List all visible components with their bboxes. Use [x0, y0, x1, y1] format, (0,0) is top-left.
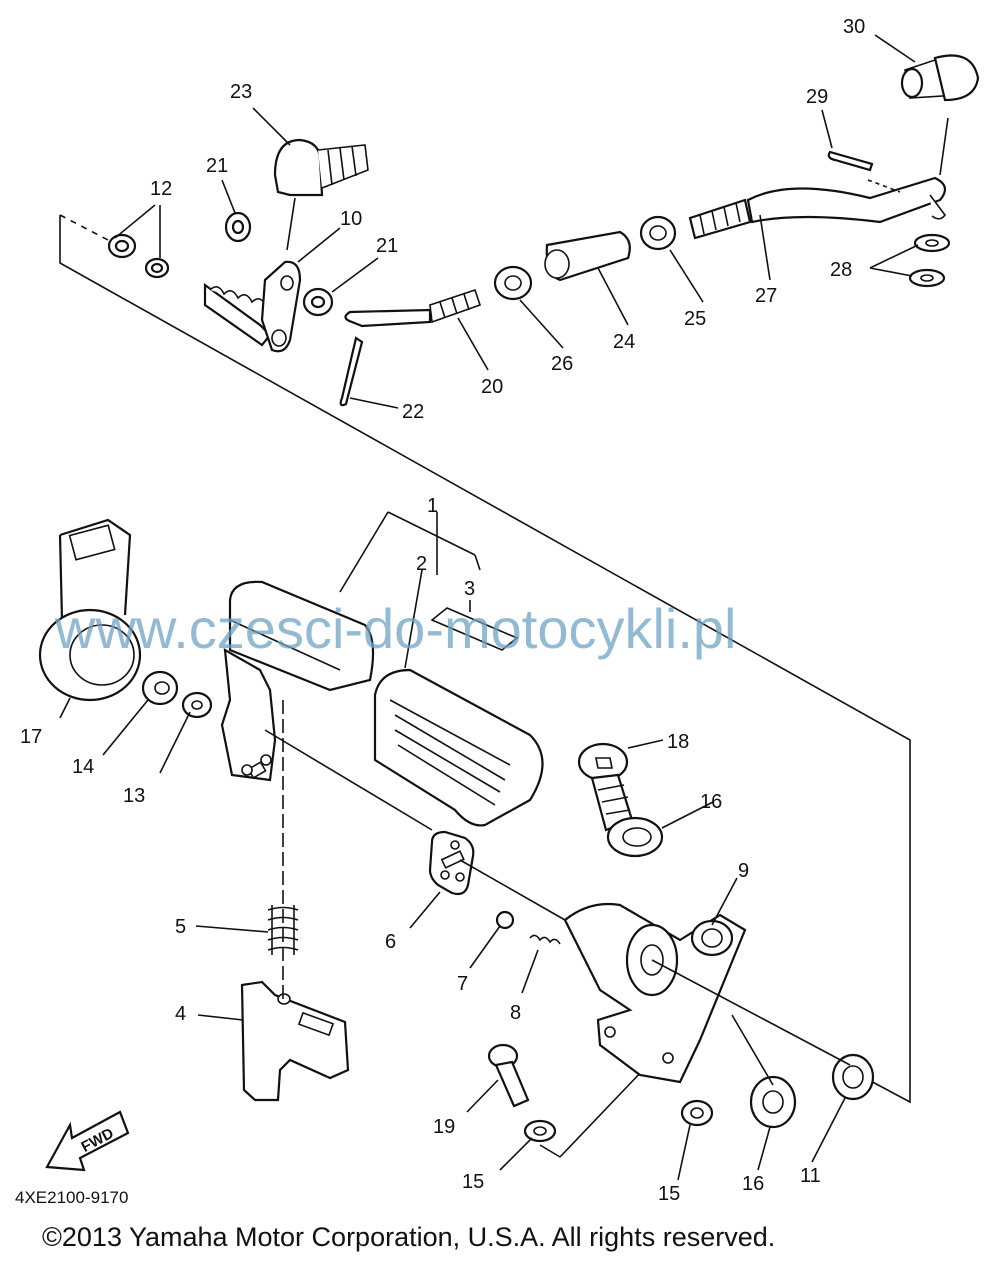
label-27: 27: [755, 285, 777, 307]
label-30: 30: [843, 16, 865, 38]
label-25: 25: [684, 308, 706, 330]
label-3: 3: [464, 578, 475, 600]
pedal-assembly-bottom: [38, 511, 875, 1181]
label-21: 21: [206, 155, 228, 177]
label-26: 26: [551, 353, 573, 375]
label-12: 12: [150, 178, 172, 200]
label-16b: 16: [742, 1173, 764, 1195]
label-28: 28: [830, 259, 852, 281]
label-1: 1: [427, 495, 438, 517]
fwd-arrow-icon: FWD: [45, 1110, 130, 1172]
label-22: 22: [402, 401, 424, 423]
label-17: 17: [20, 726, 42, 748]
label-24: 24: [613, 331, 635, 353]
label-8: 8: [510, 1002, 521, 1024]
label-18: 18: [667, 731, 689, 753]
label-15b: 15: [658, 1183, 680, 1205]
shift-rod-assembly-top: [107, 34, 980, 409]
label-21b: 21: [376, 235, 398, 257]
label-4: 4: [175, 1003, 186, 1025]
frame-lines: [59, 214, 911, 1158]
label-11: 11: [800, 1165, 821, 1187]
label-20: 20: [481, 376, 503, 398]
label-2: 2: [416, 553, 427, 575]
label-15: 15: [462, 1171, 484, 1193]
label-9: 9: [738, 860, 749, 882]
label-14: 14: [72, 756, 94, 778]
label-10: 10: [340, 208, 362, 230]
label-6: 6: [385, 931, 396, 953]
label-13: 13: [123, 785, 145, 807]
copyright: ©2013 Yamaha Motor Corporation, U.S.A. A…: [42, 1222, 775, 1252]
part-labels: 1 2 3 4 5 6 7 8 9 10 11 12 13 14 15 16 1…: [20, 16, 865, 1205]
watermark: www.czesci-do-motocykli.pl: [54, 597, 737, 660]
label-7: 7: [457, 973, 468, 995]
part-code: 4XE2100-9170: [15, 1188, 128, 1207]
label-16: 16: [700, 791, 722, 813]
label-19: 19: [433, 1116, 455, 1138]
label-29: 29: [806, 86, 828, 108]
label-23: 23: [230, 81, 252, 103]
label-5: 5: [175, 916, 186, 938]
